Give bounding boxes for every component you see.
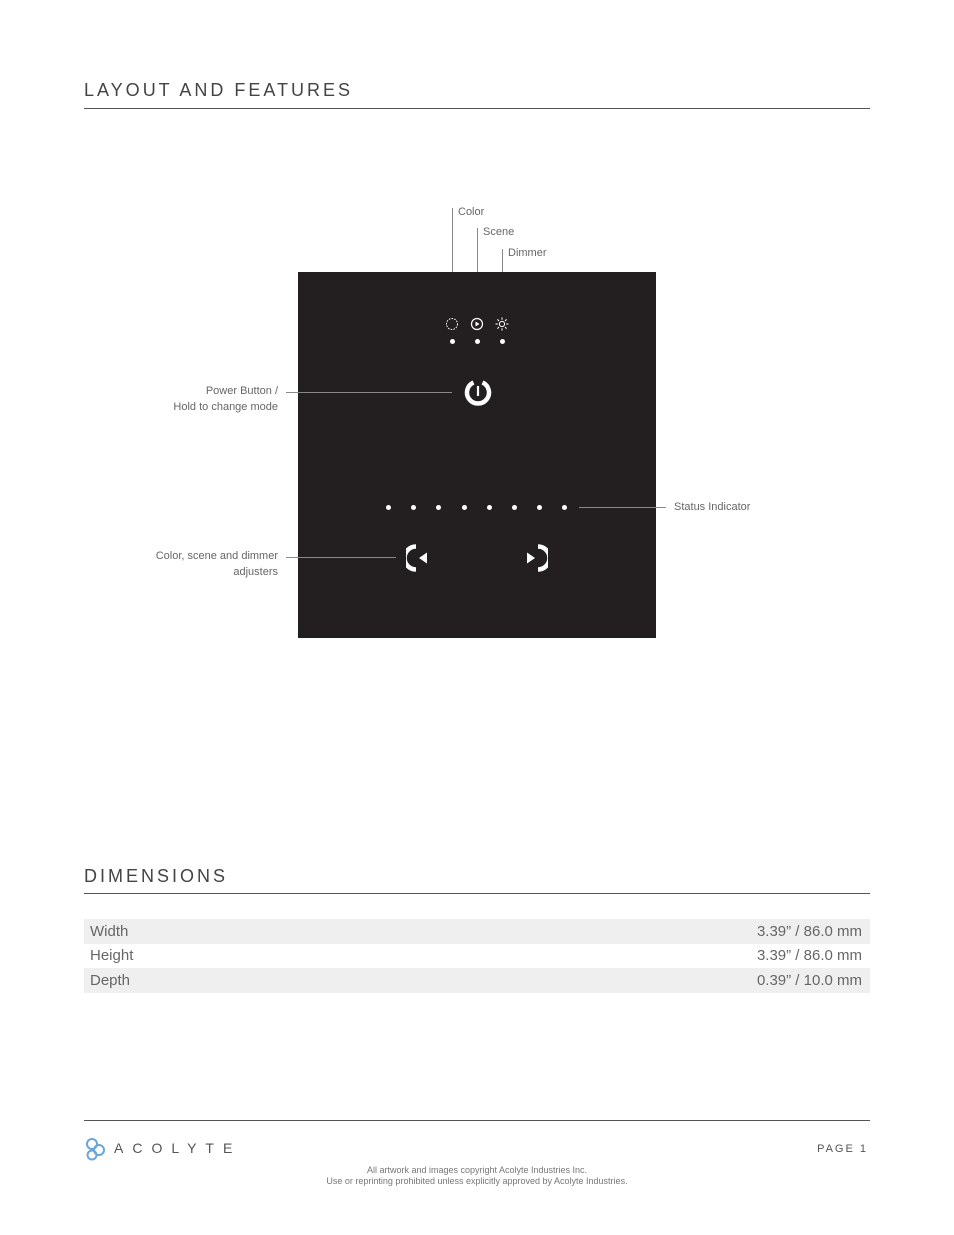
dimensions-title: DIMENSIONS [84,866,229,886]
dimension-value: 3.39” / 86.0 mm [339,919,870,944]
status-indicator-dot [461,505,467,510]
dimension-label: Depth [84,968,340,993]
callout-color-label: Color [458,206,485,218]
brand-wordmark: ACOLYTE [114,1140,242,1156]
acolyte-logo-icon [86,1138,105,1161]
page-number: PAGE 1 [817,1143,868,1155]
device-panel [298,272,656,638]
dimensions-title-rule [84,893,870,894]
table-row: Height 3.39” / 86.0 mm [84,944,870,969]
layout-features-title: LAYOUT AND FEATURES [84,80,354,100]
dimension-label: Width [84,919,340,944]
callout-power-label: Power Button / Hold to change mode [120,383,278,415]
left-arrow-icon[interactable] [406,543,432,573]
status-indicator-dot [537,505,543,510]
status-indicator-dot [512,505,517,510]
status-indicator-dot [436,505,442,510]
mode-indicator-dot [450,339,455,344]
copyright-line2: Use or reprinting prohibited unless expl… [326,1176,628,1186]
callout-power-line2: Hold to change mode [173,401,278,413]
callout-power-line [286,392,452,393]
status-indicator-dot [486,505,492,510]
dimension-value: 3.39” / 86.0 mm [756,947,862,965]
dimensions-table: Width 3.39” / 86.0 mm Height 3.39” / 86.… [84,919,870,993]
callout-adjusters-line [286,557,396,558]
status-indicator-dot [562,505,568,510]
color-ring-icon[interactable] [445,317,459,331]
mode-indicator-dot [500,339,505,344]
right-arrow-icon[interactable] [522,543,548,573]
status-indicator-dot [411,505,417,510]
dimension-value: 0.39” / 10.0 mm [339,968,870,993]
dimmer-sun-icon[interactable] [495,317,509,331]
power-icon[interactable] [463,377,493,407]
copyright-line1: All artwork and images copyright Acolyte… [366,1165,588,1175]
footer-rule [84,1120,870,1121]
callout-scene-line [477,228,478,311]
dimension-label: Height [90,947,134,965]
callout-power-line1: Power Button / [205,385,278,397]
callout-color-line [452,208,453,311]
callout-scene-label: Scene [483,226,515,238]
callout-adjusters-line1: Color, scene and dimmer [155,550,278,562]
layout-title-rule [84,108,870,109]
callout-adjusters-line2: adjusters [233,566,278,578]
callout-status-line [579,507,666,508]
callout-status-label: Status Indicator [674,501,751,513]
table-row: Width 3.39” / 86.0 mm [84,919,870,944]
callout-dimmer-label: Dimmer [508,247,547,259]
table-row: Depth 0.39” / 10.0 mm [84,968,870,993]
status-indicator-dot [386,505,391,510]
callout-adjusters-label: Color, scene and dimmer adjusters [100,548,278,580]
mode-indicator-dot [475,339,480,344]
scene-play-icon[interactable] [470,317,484,331]
